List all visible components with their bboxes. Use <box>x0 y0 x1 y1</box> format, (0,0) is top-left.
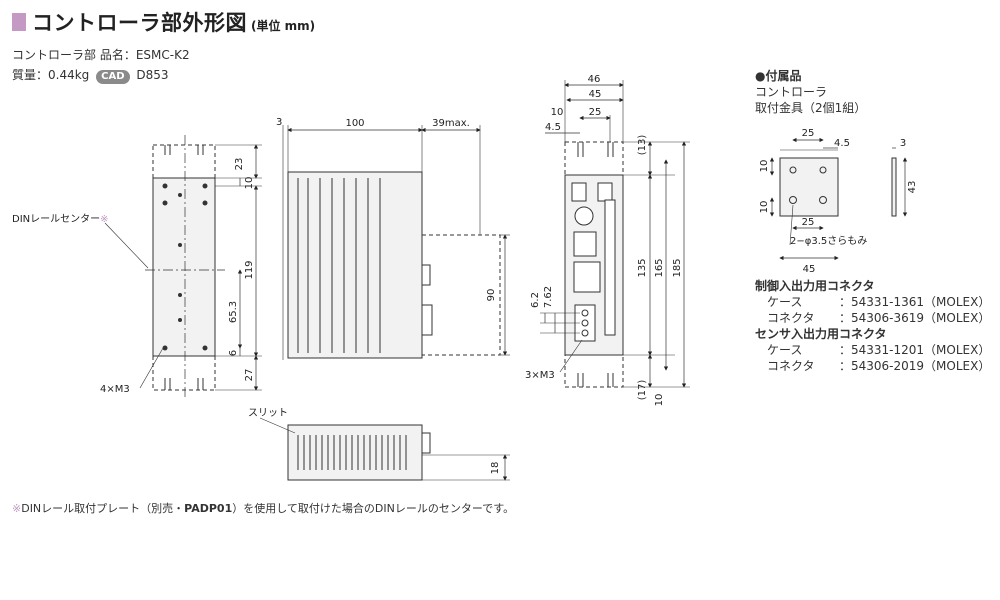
front-dim-119: 119 <box>244 260 255 279</box>
control-case-label: ケース <box>767 295 803 309</box>
bracket-dim-25b: 25 <box>802 217 815 228</box>
end-dim-46: 46 <box>588 74 601 85</box>
side-dim-100: 100 <box>345 118 364 129</box>
control-case-value: ：54331-1361（MOLEX） <box>839 295 991 309</box>
page-title: コントローラ部外形図 <box>32 11 247 35</box>
footnote-product: PADP01 <box>184 502 233 515</box>
bracket-dim-43: 43 <box>907 181 918 194</box>
bottom-dim-18: 18 <box>490 462 501 475</box>
page-title-bar: コントローラ部外形図 (単位 mm) <box>12 8 315 36</box>
end-dim-10b: 10 <box>654 394 665 407</box>
end-dim-6-2: 6.2 <box>530 292 541 308</box>
end-dim-165: 165 <box>654 258 665 277</box>
bracket-dim-3: 3 <box>900 138 906 149</box>
front-dim-27: 27 <box>244 369 255 382</box>
footnote-mark: ※ <box>12 502 22 515</box>
end-dim-4-5: 4.5 <box>545 122 561 133</box>
end-dim-7-62: 7.62 <box>543 286 554 308</box>
product-line: コントローラ部 品名：ESMC-K2 <box>12 48 190 62</box>
control-conn-value: ：54306-3619（MOLEX） <box>839 311 991 325</box>
end-dim-17: (17) <box>637 380 648 401</box>
side-dim-90: 90 <box>486 289 497 302</box>
sensor-case-row: ケース ：54331-1201（MOLEX） <box>755 342 990 358</box>
control-case-row: ケース ：54331-1361（MOLEX） <box>755 294 990 310</box>
end-dim-45: 45 <box>589 89 602 100</box>
sensor-conn-row: コネクタ ：54306-2019（MOLEX） <box>755 358 990 374</box>
front-dim-65-3: 65.3 <box>228 301 239 323</box>
bracket-dim-25: 25 <box>802 128 815 139</box>
control-conn-label: コネクタ <box>767 311 815 325</box>
accessory-block: ●付属品 コントローラ 取付金具（2個1組） <box>755 68 866 116</box>
side-view <box>282 125 510 360</box>
end-screw-label: 3×M3 <box>525 370 555 381</box>
end-view <box>540 80 690 388</box>
sensor-case-value: ：54331-1201（MOLEX） <box>839 343 991 357</box>
front-screw-label: 4×M3 <box>100 384 130 395</box>
bottom-view <box>259 417 510 481</box>
title-marker <box>12 13 26 31</box>
accessory-item: コントローラ <box>755 85 828 99</box>
control-connector-title: 制御入出力用コネクタ <box>755 279 875 293</box>
front-dim-6: 6 <box>228 350 239 356</box>
accessory-heading: ●付属品 <box>755 69 802 83</box>
bracket-dim-45: 45 <box>803 264 816 275</box>
end-dim-10: 10 <box>551 107 564 118</box>
footnote-text-a: DINレール取付プレート（別売・ <box>21 502 185 515</box>
side-dim-3: 3 <box>276 117 282 128</box>
control-conn-row: コネクタ ：54306-3619（MOLEX） <box>755 310 990 326</box>
front-dim-10: 10 <box>244 177 255 190</box>
bracket-dim-10a: 10 <box>759 160 770 173</box>
front-plate-outline <box>152 144 216 391</box>
footnote: ※DINレール取付プレート（別売・PADP01）を使用して取付けた場合のDINレ… <box>12 500 514 516</box>
cad-code: D853 <box>136 68 169 82</box>
bracket-drawing <box>769 137 908 261</box>
bracket-dim-10b: 10 <box>759 201 770 214</box>
slit-label: スリット <box>248 408 288 419</box>
end-dim-25: 25 <box>589 107 602 118</box>
end-dim-13: (13) <box>637 135 648 156</box>
sensor-case-label: ケース <box>767 343 803 357</box>
sensor-connector-title: センサ入出力用コネクタ <box>755 327 887 341</box>
end-dim-135: 135 <box>637 258 648 277</box>
accessory-bracket: 取付金具（2個1組） <box>755 101 867 115</box>
end-dim-185: 185 <box>672 258 683 277</box>
mass-line: 質量：0.44kg CAD D853 <box>12 66 169 84</box>
bracket-dim-4-5: 4.5 <box>834 138 850 149</box>
front-dim-23: 23 <box>234 158 245 171</box>
bracket-hole-label: 2−φ3.5さらもみ <box>790 235 867 247</box>
front-view <box>104 135 262 400</box>
side-dim-39max: 39max. <box>432 118 470 129</box>
mass-value: 質量：0.44kg <box>12 68 90 82</box>
front-body <box>152 177 216 357</box>
din-rail-center-label: DINレールセンター※ <box>12 213 109 225</box>
sensor-conn-label: コネクタ <box>767 359 815 373</box>
footnote-text-c: ）を使用して取付けた場合のDINレールのセンターです。 <box>232 502 515 515</box>
cad-badge: CAD <box>96 70 130 84</box>
unit-label: (単位 mm) <box>251 18 316 33</box>
sensor-conn-value: ：54306-2019（MOLEX） <box>839 359 991 373</box>
connector-list: 制御入出力用コネクタ ケース ：54331-1361（MOLEX） コネクタ ：54… <box>755 278 990 374</box>
